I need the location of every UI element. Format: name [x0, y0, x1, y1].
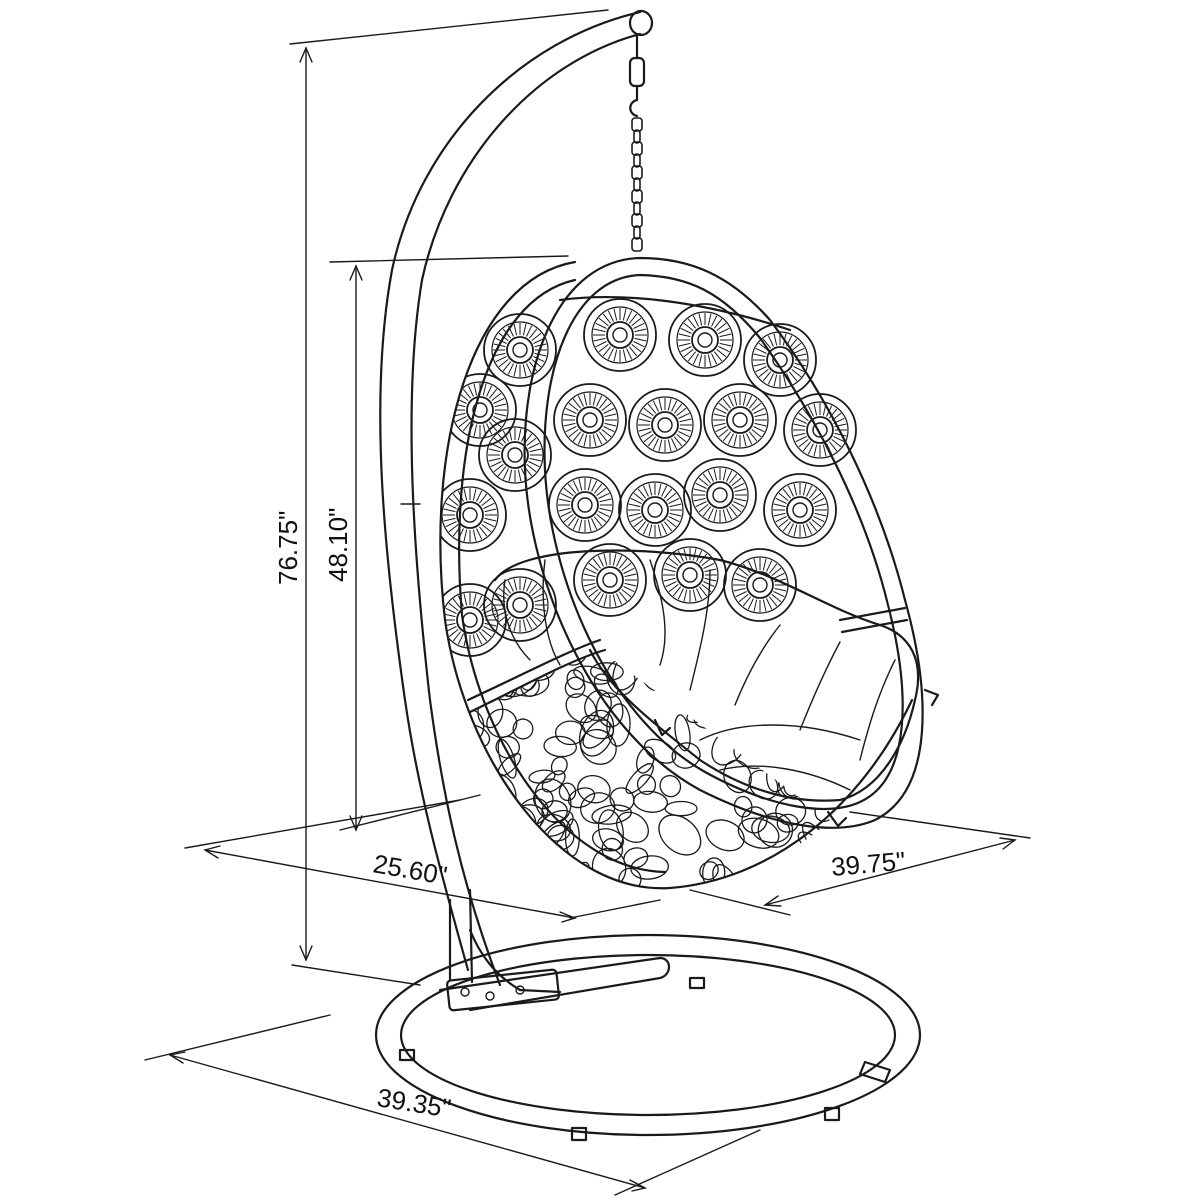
base-end-cap — [858, 1060, 892, 1084]
base-foot-pad — [398, 1048, 416, 1062]
medallion — [628, 388, 702, 462]
stand-arc-outer — [379, 10, 642, 972]
dim-base-line — [169, 1054, 646, 1189]
base-ring — [374, 933, 922, 1142]
dim-width-ext-right — [849, 811, 1031, 839]
medallion — [483, 313, 557, 387]
dim-arrow — [299, 945, 313, 962]
chain-links — [631, 117, 643, 252]
stand-top-cap — [628, 9, 654, 37]
dim-arrow — [629, 1179, 647, 1192]
medallion — [703, 383, 777, 457]
cushion — [493, 549, 920, 802]
cushion-seam — [649, 559, 666, 666]
medallion — [668, 303, 742, 377]
dim-width-label: 39.75" — [830, 846, 907, 882]
medallion — [573, 543, 647, 617]
dim-base-ext-left — [144, 1014, 331, 1061]
cushion-seam — [734, 624, 781, 706]
stand-foot — [468, 928, 562, 994]
shell-mid-band — [466, 638, 602, 702]
base-bolt — [460, 987, 470, 997]
hoop-clip — [653, 718, 672, 737]
shell-top-band — [558, 295, 792, 332]
dim-chair-height-label: 48.10" — [323, 508, 353, 582]
chain-link — [631, 141, 643, 156]
medallion — [478, 418, 552, 492]
medallion — [653, 538, 727, 612]
base-ring-inner — [399, 953, 897, 1117]
medallion — [763, 473, 837, 547]
dim-arrow — [762, 895, 782, 907]
dim-depth-line — [204, 849, 576, 919]
hoop-clip — [923, 688, 940, 707]
chain-link — [631, 237, 643, 252]
chain-link — [631, 117, 643, 132]
chain-link — [633, 201, 641, 216]
chain-link — [633, 129, 641, 144]
stand-leg — [448, 888, 474, 984]
shell-back-outline — [439, 260, 914, 890]
cushion-seam — [719, 765, 851, 791]
cushion-seam — [859, 659, 896, 761]
dim-arrow — [168, 1051, 186, 1064]
chain-link — [633, 153, 641, 168]
dim-arrow — [559, 911, 578, 923]
shell-back-inner — [458, 278, 667, 874]
dim-depth-ext-right — [569, 899, 661, 919]
chain-link — [631, 165, 643, 180]
cushion-seam — [699, 724, 861, 741]
shell-side-band — [838, 606, 909, 634]
medallion — [618, 473, 692, 547]
chain-link — [633, 177, 641, 192]
dim-width-ext-left — [689, 889, 791, 916]
dim-arrow — [349, 264, 363, 281]
dim-total-height-ext-bottom — [291, 964, 421, 986]
base-foot-pad — [688, 976, 706, 990]
front-hoop-outer — [523, 256, 924, 829]
chain-link — [633, 225, 641, 240]
dim-arrow — [349, 815, 363, 832]
medallion — [440, 478, 507, 552]
chain-link — [631, 213, 643, 228]
stand-arc-inner — [410, 32, 642, 987]
stand — [379, 9, 654, 994]
cushion-seam — [503, 579, 531, 661]
base-mount-plate — [446, 968, 560, 1012]
cushion-seam — [542, 559, 561, 666]
dim-arrow — [299, 46, 313, 63]
base-foot-pad — [823, 1106, 841, 1122]
base-crossbar — [438, 956, 671, 1012]
base-bolt — [515, 985, 525, 995]
medallion — [783, 393, 857, 467]
base-bolt — [485, 991, 495, 1001]
medallion — [548, 468, 622, 542]
dim-arrow — [203, 845, 221, 859]
chain-hook — [629, 34, 639, 118]
hoop-clip — [826, 810, 848, 828]
medallion — [583, 298, 657, 372]
egg-shell — [439, 256, 940, 890]
dim-arrow — [999, 837, 1017, 850]
dimension-lines — [144, 9, 1031, 1196]
dim-total-height-ext-top — [289, 9, 609, 45]
dim-chair-height-ext-top — [329, 255, 569, 263]
base-ring-outer — [374, 933, 922, 1137]
dim-total-height-label: 76.75" — [273, 511, 303, 585]
dim-depth-ext-left — [184, 799, 461, 849]
dim-base-diameter-label: 39.35" — [375, 1082, 453, 1123]
medallion — [683, 458, 757, 532]
front-hoop-inner — [543, 273, 904, 810]
cushion-seam — [689, 569, 711, 691]
medallion — [553, 383, 627, 457]
chain-link — [631, 189, 643, 204]
chain — [628, 34, 646, 252]
wicker-weave — [470, 650, 830, 889]
chain-swivel — [628, 56, 646, 88]
base-foot-pad — [570, 1126, 588, 1142]
dim-width-line — [764, 839, 1016, 906]
cushion-seam — [799, 641, 841, 731]
